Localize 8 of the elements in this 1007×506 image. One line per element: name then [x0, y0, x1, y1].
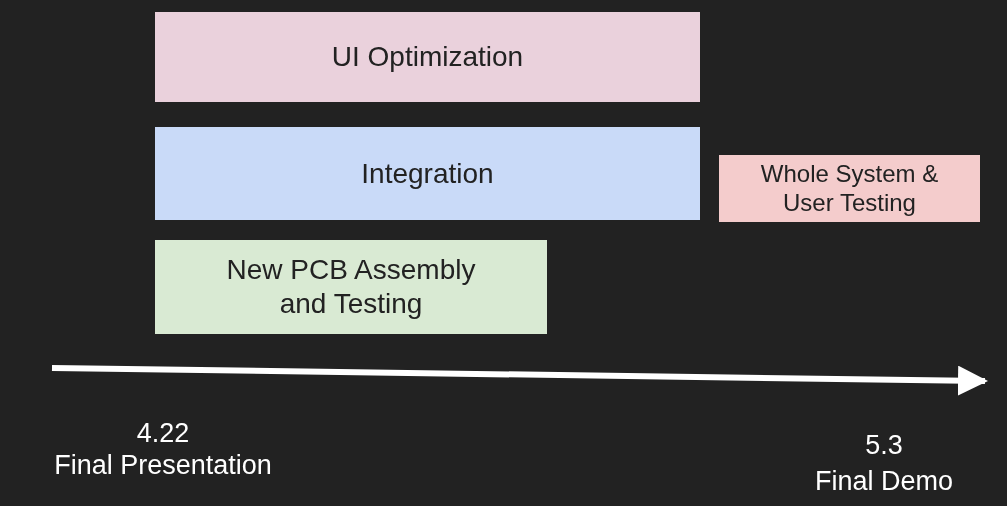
task-bar: UI Optimization	[155, 12, 700, 102]
milestone-label: Final Presentation	[54, 450, 272, 481]
milestone-label: Final Demo	[815, 466, 953, 497]
task-bar: Integration	[155, 127, 700, 220]
task-bar: New PCB Assembly and Testing	[155, 240, 547, 334]
task-bar: Whole System & User Testing	[719, 155, 980, 222]
milestone-date: 4.22	[136, 418, 190, 449]
milestone-date: 5.3	[865, 430, 903, 461]
